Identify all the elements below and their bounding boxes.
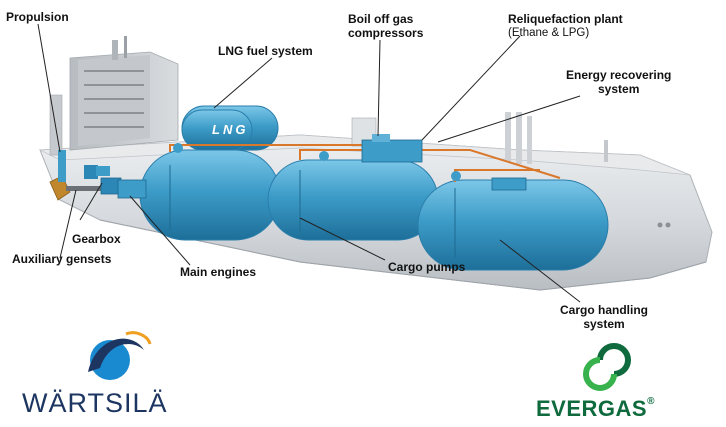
label-reliquefaction-sub: (Ethane & LPG) <box>508 27 590 39</box>
evergas-logo-mark <box>583 343 631 391</box>
label-cargo-handling-system: Cargo handling system <box>560 303 648 331</box>
label-reliquefaction-title: Reliquefaction plant <box>508 12 623 26</box>
leader-lines <box>37 23 581 303</box>
evergas-name: EVERGAS <box>536 396 648 421</box>
superstructure <box>49 36 608 164</box>
label-boil-off-gas-compressors: Boil off gas compressors <box>348 12 423 40</box>
label-main-engines: Main engines <box>180 265 257 279</box>
boil-off-compressors-unit <box>361 134 423 163</box>
evergas-wordmark: EVERGAS® <box>536 396 655 422</box>
wartsila-logo-mark <box>88 331 152 380</box>
machinery <box>49 150 147 201</box>
label-boil-off-line2: compressors <box>348 26 424 40</box>
label-energy-recovering-system: Energy recovering system <box>566 68 671 96</box>
label-reliquefaction-plant: Reliquefaction plant (Ethane & LPG) <box>508 12 623 40</box>
cargo-tanks <box>139 149 609 271</box>
label-energy-line2: system <box>598 82 640 96</box>
label-propulsion: Propulsion <box>6 10 69 24</box>
cargo-handling-unit <box>173 143 527 191</box>
label-auxiliary-gensets: Auxiliary gensets <box>12 252 112 266</box>
label-energy-line1: Energy recovering <box>566 68 672 82</box>
label-cargo-handling-line2: system <box>583 317 625 331</box>
label-lng-fuel-system: LNG fuel system <box>218 44 313 58</box>
label-gearbox: Gearbox <box>72 232 121 246</box>
label-boil-off-line1: Boil off gas <box>348 12 414 26</box>
wartsila-wordmark: WÄRTSILÄ <box>22 388 168 418</box>
lng-tank-marking: LNG <box>212 122 248 137</box>
lng-fuel-tank: LNG <box>181 105 279 151</box>
label-cargo-pumps: Cargo pumps <box>388 260 466 274</box>
label-cargo-handling-line1: Cargo handling <box>560 303 648 317</box>
evergas-registered-mark: ® <box>647 396 655 407</box>
